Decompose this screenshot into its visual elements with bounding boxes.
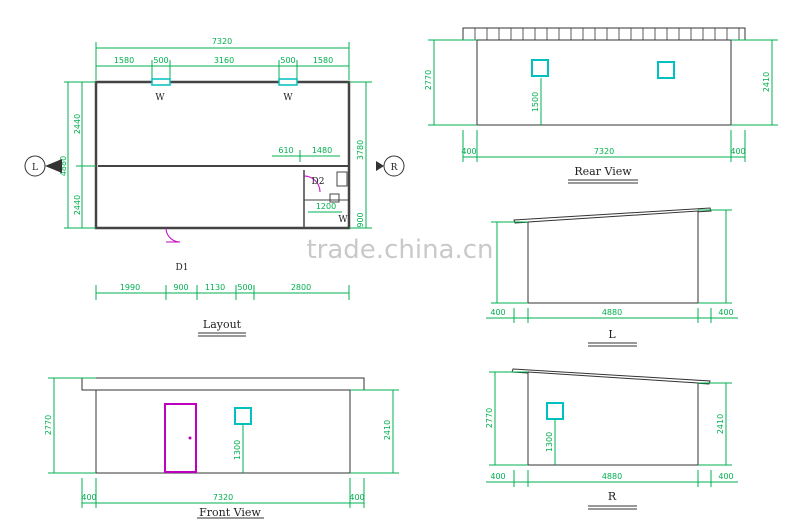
layout-total-width: 7320 xyxy=(212,37,232,46)
right-dim-small: 900 xyxy=(356,212,365,227)
r-side-right: 400 xyxy=(718,472,733,481)
front-view: 1300 2770 2410 400 7320 400 Front View xyxy=(44,377,399,519)
r-window-height: 1300 xyxy=(545,432,554,452)
rear-side-left: 400 xyxy=(461,147,476,156)
marker-r-label: R xyxy=(391,163,398,173)
front-right-height: 2410 xyxy=(383,420,392,440)
l-view-title: L xyxy=(608,328,616,341)
rear-wall xyxy=(476,39,732,126)
front-width: 7320 xyxy=(213,493,233,502)
window-label-3: W xyxy=(338,215,348,225)
left-dim-total: 4880 xyxy=(59,156,68,176)
rear-view-title: Rear View xyxy=(574,165,632,178)
left-dim-upper: 2440 xyxy=(73,114,82,134)
inner-dim-1480: 1480 xyxy=(312,146,332,155)
rear-view: 1500 2770 2410 400 7320 400 Rear View xyxy=(424,27,778,184)
bottom-dim-3: 1130 xyxy=(205,283,225,292)
front-roof xyxy=(81,377,365,391)
right-dim-total: 3780 xyxy=(356,140,365,160)
layout-top-dim-4: 500 xyxy=(280,56,295,65)
front-view-title: Front View xyxy=(199,506,261,519)
r-side-left: 400 xyxy=(490,472,505,481)
bottom-dim-2: 900 xyxy=(173,283,188,292)
layout-outer-wall xyxy=(94,80,351,230)
r-view-title: R xyxy=(608,490,617,503)
front-wall xyxy=(95,389,351,474)
rear-side-right: 400 xyxy=(730,147,745,156)
l-side-right: 400 xyxy=(718,308,733,317)
bottom-dim-1: 1990 xyxy=(120,283,140,292)
l-side-left: 400 xyxy=(490,308,505,317)
layout-top-dim-3: 3160 xyxy=(214,56,234,65)
rear-right-height: 2410 xyxy=(762,72,771,92)
r-window xyxy=(546,402,564,420)
bottom-dim-5: 2800 xyxy=(291,283,311,292)
window-top-right xyxy=(278,78,298,86)
front-window-height: 1300 xyxy=(233,440,242,460)
rear-width: 7320 xyxy=(594,147,614,156)
r-height: 2770 xyxy=(485,408,494,428)
l-view: 400 4880 400 L xyxy=(486,207,738,347)
rear-window-left xyxy=(531,59,549,77)
inner-dim-610: 610 xyxy=(278,146,293,155)
layout-top-dim-5: 1580 xyxy=(313,56,333,65)
window-label-2: W xyxy=(283,93,293,103)
watermark: trade.china.cn xyxy=(306,235,493,265)
door-label-d2: D2 xyxy=(312,177,325,187)
layout-plan: 7320 1580 500 3160 500 1580 W W W D2 D1 xyxy=(24,37,405,337)
door-label-d1: D1 xyxy=(176,263,189,273)
window-top-left xyxy=(151,78,171,86)
layout-top-dim-1: 1580 xyxy=(114,56,134,65)
r-right-height: 2410 xyxy=(716,414,725,434)
r-view: 1300 2770 2410 400 4880 400 R xyxy=(485,368,738,510)
front-side-left: 400 xyxy=(81,493,96,502)
front-side-right: 400 xyxy=(349,493,364,502)
front-height: 2770 xyxy=(44,415,53,435)
r-width: 4880 xyxy=(602,472,622,481)
inner-dim-1200: 1200 xyxy=(316,202,336,211)
rear-window-right xyxy=(657,61,675,79)
left-dim-lower: 2440 xyxy=(73,195,82,215)
layout-top-dim-2: 500 xyxy=(153,56,168,65)
bottom-dim-4: 500 xyxy=(237,283,252,292)
l-wall xyxy=(527,210,699,304)
l-width: 4880 xyxy=(602,308,622,317)
layout-title: Layout xyxy=(203,318,242,331)
front-window xyxy=(234,407,252,425)
rear-height: 2770 xyxy=(424,70,433,90)
rear-window-height: 1500 xyxy=(531,92,540,112)
window-label-1: W xyxy=(155,93,165,103)
marker-l-label: L xyxy=(32,163,38,173)
